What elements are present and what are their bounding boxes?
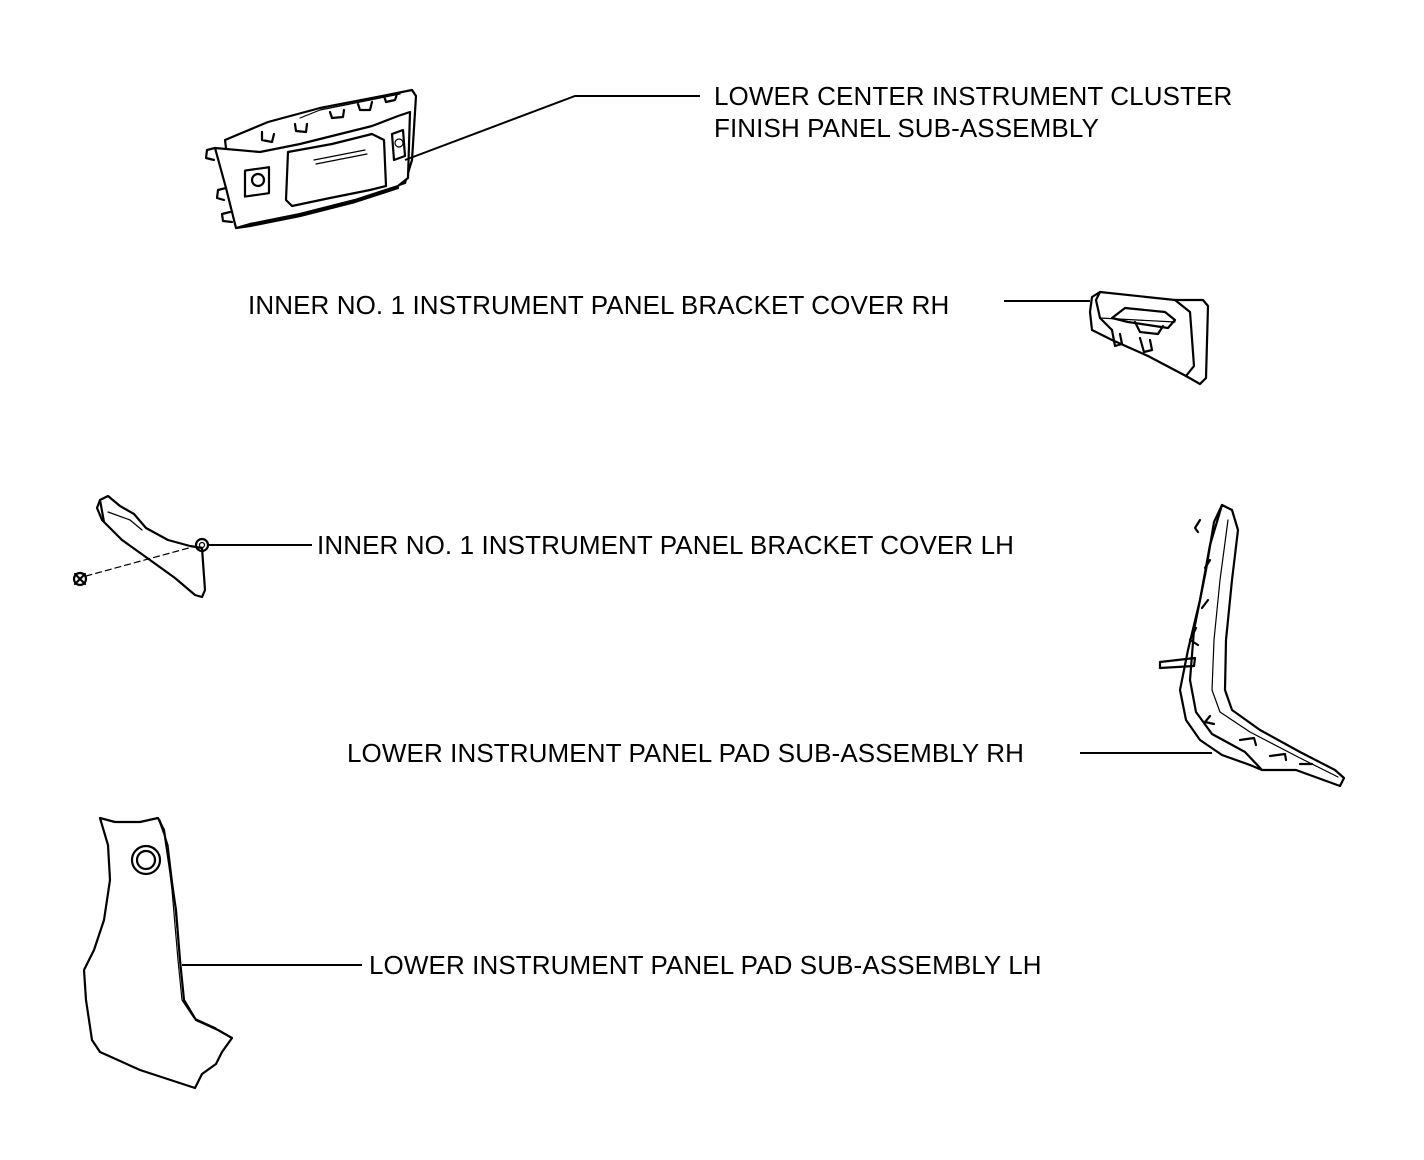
label-cluster-finish-panel-line-2: FINISH PANEL SUB-ASSEMBLY [714, 113, 1099, 143]
cluster-finish-panel-drawing [204, 88, 418, 230]
bracket-cover-lh-drawing [72, 494, 210, 599]
label-bracket-cover-lh-line-1: INNER NO. 1 INSTRUMENT PANEL BRACKET COV… [317, 530, 1015, 560]
label-panel-pad-rh: LOWER INSTRUMENT PANEL PAD SUB-ASSEMBLY … [347, 737, 1024, 769]
label-panel-pad-lh: LOWER INSTRUMENT PANEL PAD SUB-ASSEMBLY … [369, 949, 1042, 981]
panel-pad-lh-drawing [82, 816, 234, 1090]
leader-line-cluster-finish-panel [404, 95, 700, 161]
label-cluster-finish-panel: LOWER CENTER INSTRUMENT CLUSTER FINISH P… [714, 80, 1232, 144]
label-bracket-cover-rh: INNER NO. 1 INSTRUMENT PANEL BRACKET COV… [248, 289, 949, 321]
bracket-cover-rh-drawing [1088, 290, 1210, 386]
label-bracket-cover-rh-line-1: INNER NO. 1 INSTRUMENT PANEL BRACKET COV… [248, 290, 950, 320]
panel-pad-rh-drawing [1158, 503, 1346, 788]
label-panel-pad-lh-line-1: LOWER INSTRUMENT PANEL PAD SUB-ASSEMBLY … [369, 950, 1042, 980]
label-panel-pad-rh-line-1: LOWER INSTRUMENT PANEL PAD SUB-ASSEMBLY … [347, 738, 1024, 768]
label-cluster-finish-panel-line-1: LOWER CENTER INSTRUMENT CLUSTER [714, 81, 1233, 111]
label-bracket-cover-lh: INNER NO. 1 INSTRUMENT PANEL BRACKET COV… [317, 529, 1014, 561]
